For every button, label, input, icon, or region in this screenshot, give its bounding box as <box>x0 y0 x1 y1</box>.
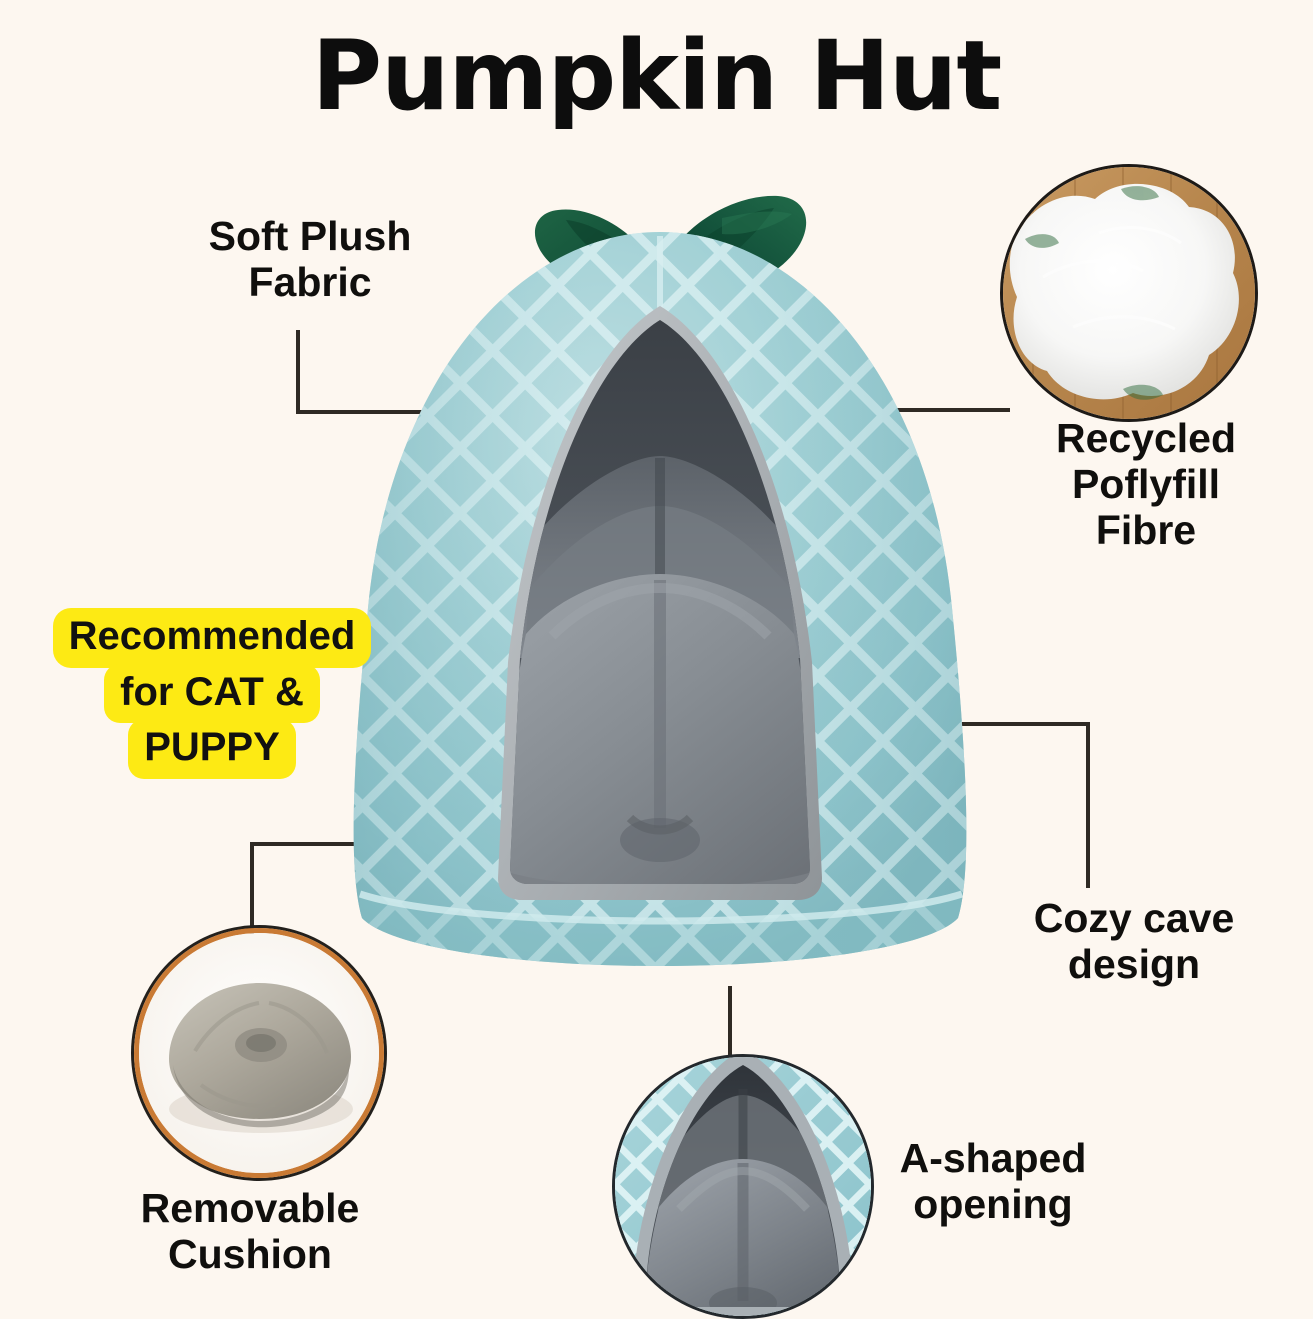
inset-image-recycled-fibre <box>1000 164 1258 422</box>
hut-opening <box>498 306 822 900</box>
connector-cozy-cave-horizontal <box>862 722 1090 726</box>
recommended-badge: Recommended for CAT & PUPPY <box>38 608 386 779</box>
callout-label-recycled-fibre: Recycled Poflyfill Fibre <box>1055 415 1237 553</box>
badge-line-3: PUPPY <box>128 719 296 779</box>
connector-a-shaped-opening-vertical <box>728 986 732 1062</box>
connector-soft-plush-vertical <box>296 330 300 414</box>
badge-line-2: for CAT & <box>104 663 320 724</box>
callout-label-a-shaped-opening: A-shaped opening <box>899 1135 1087 1227</box>
connector-cozy-cave-vertical <box>1086 722 1090 888</box>
connector-removable-cushion-vertical <box>250 842 254 946</box>
page-title: Pumpkin Hut <box>311 20 1003 132</box>
callout-label-soft-plush: Soft Plush Fabric <box>208 213 412 305</box>
inset-image-removable-cushion <box>134 928 384 1178</box>
callout-label-cozy-cave: Cozy cave design <box>1033 895 1235 987</box>
badge-line-1: Recommended <box>52 608 372 668</box>
inset-image-a-shaped-opening <box>612 1054 874 1319</box>
product-image-pumpkin-hut <box>353 195 967 966</box>
callout-label-removable-cushion: Removable Cushion <box>140 1185 360 1277</box>
